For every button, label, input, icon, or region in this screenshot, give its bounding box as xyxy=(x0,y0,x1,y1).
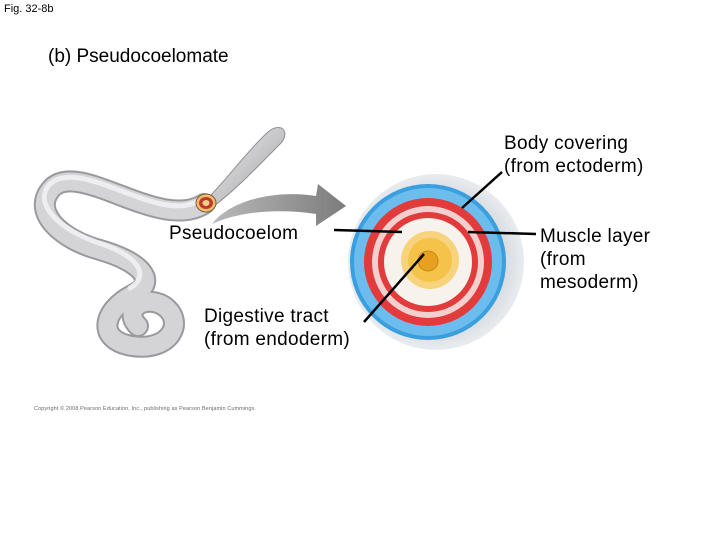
magnify-arrow xyxy=(212,184,346,226)
muscle-layer-leader xyxy=(467,230,537,236)
gut-lumen xyxy=(417,250,439,272)
muscle-layer-line-1: Muscle layer xyxy=(540,226,651,247)
body-covering-leader xyxy=(461,171,503,209)
worm-illustration xyxy=(34,127,286,358)
worm-cut-end xyxy=(195,193,217,213)
cross-section xyxy=(348,174,524,350)
copyright-notice: Copyright © 2008 Pearson Education, Inc.… xyxy=(34,406,256,412)
digestive-tract-leader xyxy=(363,253,425,323)
figure-number: Fig. 32-8b xyxy=(4,3,54,15)
digestive-tract-label: Digestive tract (from endoderm) xyxy=(204,305,414,351)
body-covering-line-1: Body covering xyxy=(504,133,629,154)
muscle-layer-line-2: (from xyxy=(540,249,586,270)
digestive-tract-line-1: Digestive tract xyxy=(204,306,329,327)
muscle-layer-label: Muscle layer (from mesoderm) xyxy=(540,225,710,294)
body-covering-label: Body covering (from ectoderm) xyxy=(504,132,704,178)
pseudocoelom-label: Pseudocoelom xyxy=(169,223,299,244)
body-covering-line-2: (from ectoderm) xyxy=(504,156,644,177)
digestive-tract-line-2: (from endoderm) xyxy=(204,329,350,350)
muscle-layer-line-3: mesoderm) xyxy=(540,272,639,293)
figure-subtitle: (b) Pseudocoelomate xyxy=(48,46,229,67)
pseudocoelom-leader xyxy=(333,228,403,234)
leader-lines xyxy=(333,171,537,323)
